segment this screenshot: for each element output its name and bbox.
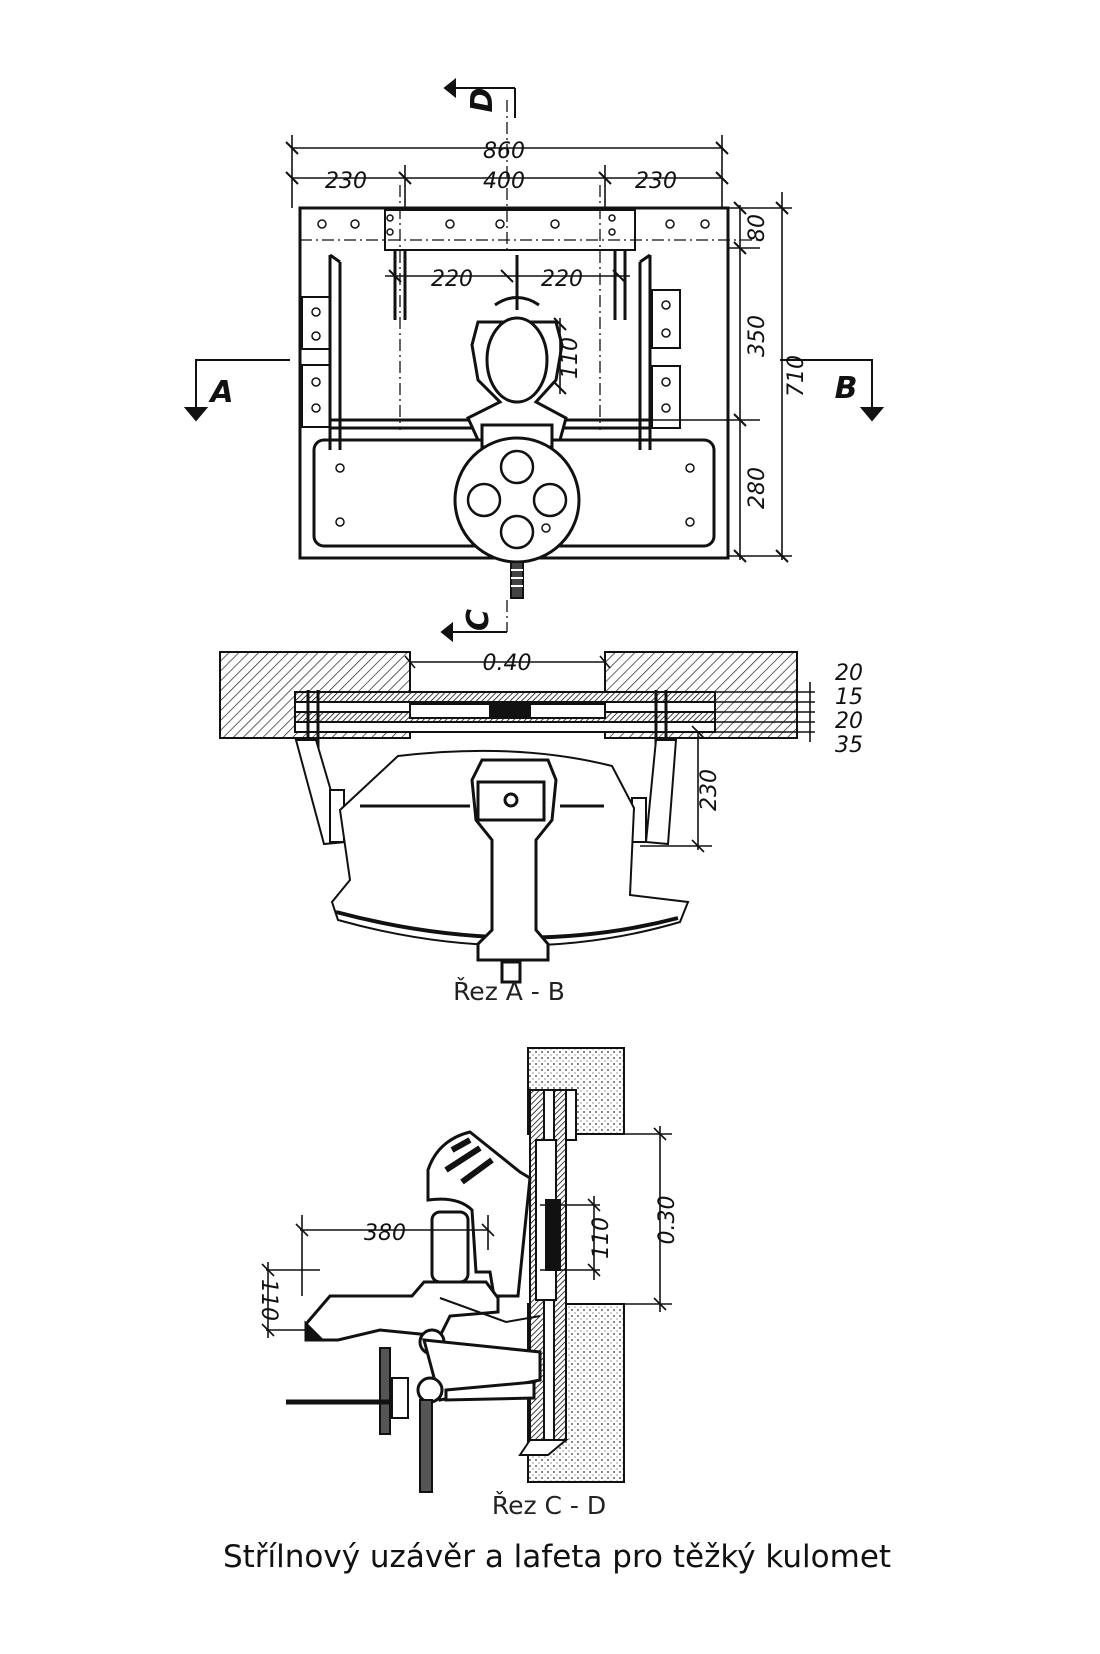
plan-view <box>298 100 760 632</box>
cd-reach: 380 <box>364 1221 406 1246</box>
section-label-c: C <box>461 609 496 631</box>
dim-bottom-height: 280 <box>745 467 770 509</box>
section-ab-view <box>219 651 798 984</box>
ab-layer-2: 15 <box>835 685 863 710</box>
dim-overall-height: 710 <box>784 355 809 397</box>
caption-section-cd: Řez C - D <box>492 1491 606 1520</box>
plan-side-brackets <box>301 289 681 429</box>
dim-half-right: 220 <box>541 267 583 292</box>
ab-brackets <box>294 739 678 846</box>
cd-shield-arc <box>426 1130 532 1298</box>
caption-section-ab: Řez A - B <box>453 977 565 1006</box>
dim-plan-bore: 110 <box>558 337 583 379</box>
cd-opening-height: 0.30 <box>655 1196 680 1245</box>
plan-dimension-lines <box>285 135 792 563</box>
dim-top-height: 80 <box>745 214 770 242</box>
cd-cradle <box>304 1280 542 1404</box>
dim-total-width: 860 <box>483 139 525 164</box>
dim-right-width: 230 <box>635 169 677 194</box>
cd-dimension-lines <box>261 1126 672 1338</box>
ab-opening-width: 0.40 <box>483 651 532 676</box>
ab-layer-4: 35 <box>835 733 863 758</box>
ab-layer-3: 20 <box>835 709 863 734</box>
section-cd-view <box>286 1047 625 1493</box>
cd-elevation-screw <box>286 1347 433 1493</box>
dim-half-left: 220 <box>431 267 473 292</box>
plan-bolt-holes <box>311 214 710 527</box>
section-label-d: D <box>465 88 500 113</box>
dim-middle-height: 350 <box>745 315 770 357</box>
dim-center-width: 400 <box>483 169 525 194</box>
ab-plate-stack <box>294 691 716 733</box>
ab-layer-1: 20 <box>835 661 863 686</box>
section-label-a: A <box>208 375 233 410</box>
ab-cradle <box>470 758 558 984</box>
cd-height: 110 <box>256 1279 281 1321</box>
section-label-b: B <box>835 371 858 406</box>
ab-dimension-lines <box>404 655 815 853</box>
dim-left-width: 230 <box>325 169 367 194</box>
section-markers <box>183 77 885 643</box>
plan-turntable <box>453 436 581 564</box>
ab-depth: 230 <box>697 769 722 811</box>
plan-elevation-screw <box>510 561 524 599</box>
cd-bore: 110 <box>589 1217 614 1259</box>
plan-top-bar <box>384 209 636 251</box>
plan-center-lines <box>300 100 760 632</box>
drawing-title: Střílnový uzávěr a lafeta pro těžký kulo… <box>223 1539 891 1575</box>
